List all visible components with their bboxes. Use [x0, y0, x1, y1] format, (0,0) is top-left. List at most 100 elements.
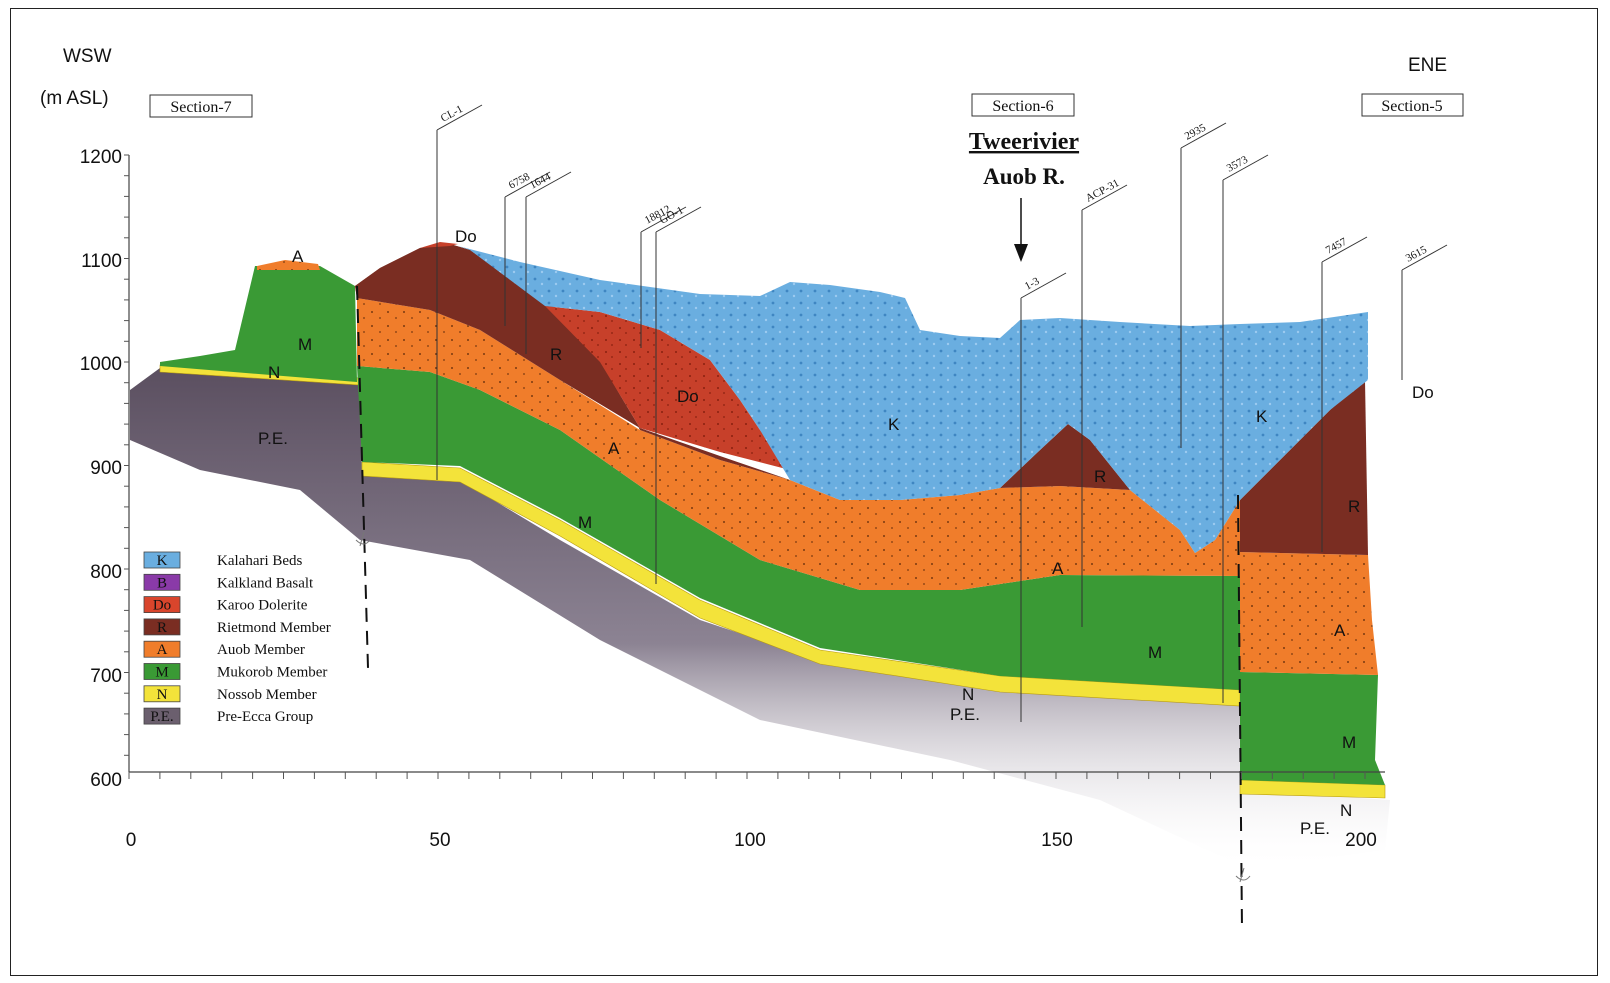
borehole-leader — [1180, 122, 1227, 149]
legend-code: Do — [153, 598, 171, 614]
unit-auob — [257, 260, 320, 270]
borehole-leader — [525, 171, 572, 198]
unit-kalahari — [458, 246, 1368, 553]
unit-label-kalahari: K — [1256, 407, 1268, 426]
unit-label-mukorob: M — [1148, 643, 1162, 662]
legend-swatch — [143, 663, 181, 680]
section-label: Section-5 — [1381, 98, 1442, 115]
orientation-left: WSW — [63, 46, 112, 67]
x-tick-label: 150 — [1041, 830, 1073, 851]
legend-swatch — [143, 551, 181, 569]
borehole-leader — [1020, 272, 1067, 299]
legend-code: B — [157, 575, 167, 591]
y-tick-label: 1200 — [80, 147, 122, 168]
y-axis-unit: (m ASL) — [40, 88, 109, 109]
unit-auob-2 — [357, 298, 1240, 590]
borehole-leader — [655, 206, 702, 233]
legend-code: R — [157, 620, 167, 636]
y-tick-label: 900 — [90, 458, 122, 479]
locality-name: Tweerivier — [969, 129, 1080, 155]
unit-label-dolerite: Do — [455, 227, 477, 246]
unit-dolerite-cap — [420, 242, 458, 248]
section-box — [971, 93, 1075, 117]
legend-swatch — [143, 596, 181, 613]
legend-code: M — [155, 665, 168, 681]
borehole-label: 1-3 — [1023, 275, 1042, 293]
unit-label-kalahari: K — [888, 415, 900, 434]
unit-label-mukorob: M — [578, 513, 592, 532]
x-tick-label: 0 — [126, 830, 137, 851]
fault-line-west — [356, 285, 369, 669]
unit-rietmond-2 — [355, 244, 640, 428]
unit-label-pre-ecca: P.E. — [1300, 819, 1330, 838]
unit-dolerite — [545, 306, 790, 470]
borehole-leader — [1401, 244, 1448, 271]
section-label: Section-7 — [170, 99, 231, 116]
legend-code: A — [157, 642, 168, 658]
y-tick-label: 700 — [90, 666, 122, 687]
unit-label-rietmond: R — [1348, 497, 1360, 516]
section-box — [149, 94, 253, 118]
unit-label-pre-ecca: P.E. — [950, 705, 980, 724]
geologic-units — [130, 242, 1390, 870]
fault-line-east — [1237, 494, 1243, 931]
unit-label-dolerite: Do — [1412, 383, 1434, 402]
legend-label: Auob Member — [217, 642, 305, 658]
legend-swatch — [143, 573, 181, 591]
y-tick-label: 800 — [90, 562, 122, 583]
unit-auob-3 — [1240, 552, 1378, 675]
section-box — [1361, 93, 1464, 117]
borehole-leader — [1321, 236, 1368, 263]
borehole-leader — [640, 206, 687, 233]
legend-swatch — [143, 640, 181, 658]
borehole-leader — [1222, 154, 1269, 181]
orientation-right: ENE — [1408, 55, 1447, 76]
river-arrow — [1014, 198, 1028, 262]
fault-marker-east — [1235, 867, 1251, 883]
unit-label-mukorob: M — [298, 335, 312, 354]
unit-pre-ecca — [130, 368, 1390, 870]
borehole-leader — [504, 171, 551, 198]
legend-swatch — [143, 707, 181, 725]
unit-label-nossob: N — [268, 363, 280, 382]
axes — [124, 154, 1385, 779]
unit-label-auob: A — [608, 439, 620, 458]
legend-swatch — [143, 685, 181, 703]
legend-label: Kalkland Basalt — [217, 575, 314, 591]
unit-label-auob: A — [292, 247, 304, 266]
legend-label: Karoo Dolerite — [217, 598, 308, 614]
y-tick-label: 1000 — [80, 354, 122, 375]
unit-label-rietmond: R — [1094, 467, 1106, 486]
x-tick-label: 50 — [429, 830, 450, 851]
legend-code: K — [157, 553, 168, 569]
legend-label: Kalahari Beds — [217, 553, 303, 569]
legend-swatch — [143, 618, 181, 636]
borehole-leader — [1081, 184, 1128, 211]
fault-marker-west — [355, 531, 371, 547]
x-tick-label: 200 — [1345, 830, 1377, 851]
unit-label-auob: A — [1052, 559, 1064, 578]
legend-label: Rietmond Member — [217, 620, 331, 636]
unit-mukorob-2 — [357, 366, 1240, 690]
x-tick-label: 100 — [734, 830, 766, 851]
unit-rietmond-4 — [1240, 380, 1368, 555]
y-tick-label: 600 — [90, 770, 122, 791]
legend-label: Pre-Ecca Group — [217, 709, 313, 725]
unit-label-dolerite: Do — [677, 387, 699, 406]
legend-code: N — [157, 687, 168, 703]
unit-label-nossob: N — [1340, 801, 1352, 820]
river-name: Auob R. — [983, 164, 1065, 189]
faults — [356, 285, 1243, 931]
unit-mukorob — [160, 266, 357, 382]
unit-mukorob-3 — [1240, 672, 1385, 785]
unit-label-nossob: N — [962, 685, 974, 704]
unit-label-auob: A — [1334, 621, 1346, 640]
y-tick-label: 1100 — [81, 251, 122, 272]
fault-markers — [355, 531, 1251, 883]
unit-label-pre-ecca: P.E. — [258, 429, 288, 448]
unit-rietmond-3 — [1000, 424, 1130, 490]
legend-code: P.E. — [150, 709, 173, 725]
unit-label-mukorob: M — [1342, 733, 1356, 752]
